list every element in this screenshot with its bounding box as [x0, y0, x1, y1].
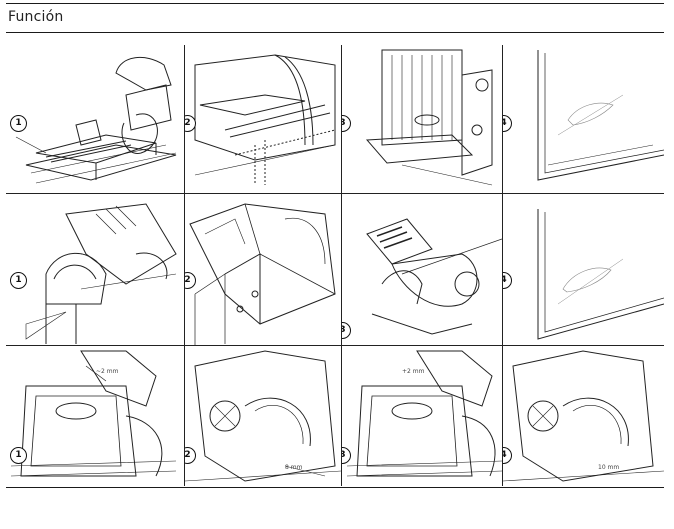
measurement-label: 10 mm: [598, 464, 620, 471]
illustration-r3c1: ~2 mm 1: [6, 346, 184, 486]
illustration-r3c3: +2 mm 3: [342, 346, 502, 486]
instruction-grid: 1 2 3: [6, 45, 664, 486]
measurement-label: 8 mm: [285, 464, 303, 471]
grid-divider: [6, 193, 664, 194]
illustration-r2c2: 2: [185, 194, 341, 345]
title-rule: [6, 32, 664, 33]
illustration-r1c3: 3: [342, 45, 502, 193]
illustration-r3c4: 10 mm 4: [503, 346, 664, 486]
grid-divider: [502, 45, 503, 486]
illustration-r1c4: 4: [503, 45, 664, 193]
step-badge: 1: [10, 272, 27, 289]
step-badge: 1: [10, 115, 27, 132]
illustration-r2c1: 1: [6, 194, 184, 345]
illustration-r2c4: 4: [503, 194, 664, 345]
illustration-r1c2: 2: [185, 45, 341, 193]
illustration-r1c1: 1: [6, 45, 184, 193]
step-badge: 1: [10, 447, 27, 464]
top-rule: [6, 3, 664, 4]
illustration-r3c2: 8 mm 2: [185, 346, 341, 486]
illustration-r2c3: 3: [342, 194, 502, 345]
grid-divider: [6, 345, 664, 346]
grid-divider: [184, 45, 185, 486]
measurement-label: ~2 mm: [96, 368, 119, 375]
page-title: Función: [8, 9, 64, 25]
bottom-rule: [6, 487, 664, 488]
grid-divider: [341, 45, 342, 486]
measurement-label: +2 mm: [402, 368, 425, 375]
